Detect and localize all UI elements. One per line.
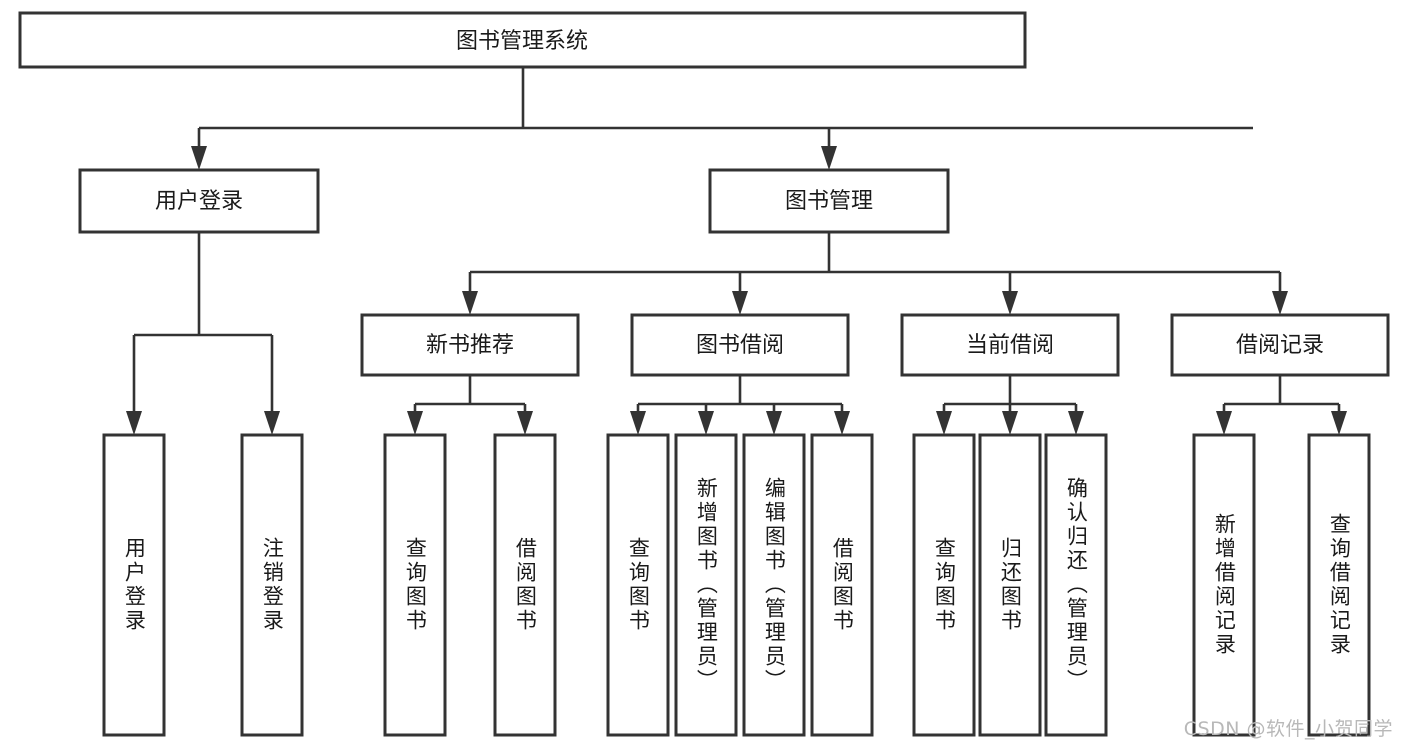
- leaf-box-user-login[interactable]: [102, 433, 166, 737]
- node-user-login-box[interactable]: [78, 168, 320, 234]
- arrow-current-borrow: [1002, 291, 1018, 315]
- leaf-box-return-book[interactable]: [978, 433, 1042, 737]
- arrow-new-book-recommend: [462, 291, 478, 315]
- arrow-leaf-return-book: [1002, 411, 1018, 435]
- leaf-box-confirm-return[interactable]: [1044, 433, 1108, 737]
- connectors-layer: [126, 67, 1347, 435]
- arrow-leaf-borrow-book-1: [517, 411, 533, 435]
- arrow-book-manage: [821, 146, 837, 170]
- arrow-leaf-borrow-book-2: [834, 411, 850, 435]
- node-root-label: 图书管理系统: [456, 29, 588, 54]
- arrow-leaf-edit-book: [766, 411, 782, 435]
- leaf-box-query-record[interactable]: [1307, 433, 1371, 737]
- arrow-leaf-user-logout: [264, 411, 280, 435]
- node-book-borrow-label: 图书借阅: [696, 333, 784, 358]
- arrow-user-login: [191, 146, 207, 170]
- arrow-leaf-add-record: [1216, 411, 1232, 435]
- arrow-leaf-query-book-3: [936, 411, 952, 435]
- arrow-leaf-query-book-1: [407, 411, 423, 435]
- arrow-leaf-query-book-2: [630, 411, 646, 435]
- leaf-box-add-record[interactable]: [1192, 433, 1256, 737]
- arrow-leaf-query-record: [1331, 411, 1347, 435]
- arrow-leaf-user-login: [126, 411, 142, 435]
- leaf-box-query-book-1[interactable]: [383, 433, 447, 737]
- arrow-book-borrow: [732, 291, 748, 315]
- node-book-borrow-box[interactable]: [630, 313, 850, 377]
- node-current-borrow-label: 当前借阅: [966, 333, 1054, 358]
- leaf-box-borrow-book-1[interactable]: [493, 433, 557, 737]
- node-book-manage-label: 图书管理: [785, 189, 873, 214]
- node-book-manage-box[interactable]: [708, 168, 950, 234]
- node-current-borrow-box[interactable]: [900, 313, 1120, 377]
- node-borrow-record-label: 借阅记录: [1236, 333, 1324, 358]
- leaf-box-user-logout[interactable]: [240, 433, 304, 737]
- node-borrow-record-box[interactable]: [1170, 313, 1390, 377]
- leaf-box-query-book-3[interactable]: [912, 433, 976, 737]
- arrow-leaf-confirm-return: [1068, 411, 1084, 435]
- leaf-box-query-book-2[interactable]: [606, 433, 670, 737]
- leaf-box-add-book[interactable]: [674, 433, 738, 737]
- node-user-login-label: 用户登录: [155, 189, 243, 214]
- leaf-box-edit-book[interactable]: [742, 433, 806, 737]
- csdn-watermark: CSDN @软件_小贺同学: [1183, 718, 1393, 740]
- nodes-layer: 图书管理系统 用户登录 图书管理 新书推荐 图书借阅 当前借阅 借阅记录: [18, 11, 1390, 737]
- arrow-leaf-add-book: [698, 411, 714, 435]
- arrow-borrow-record: [1272, 291, 1288, 315]
- node-new-book-recommend-box[interactable]: [360, 313, 580, 377]
- node-root-box[interactable]: [18, 11, 1027, 69]
- node-new-book-recommend-label: 新书推荐: [426, 333, 514, 358]
- leaf-box-borrow-book-2[interactable]: [810, 433, 874, 737]
